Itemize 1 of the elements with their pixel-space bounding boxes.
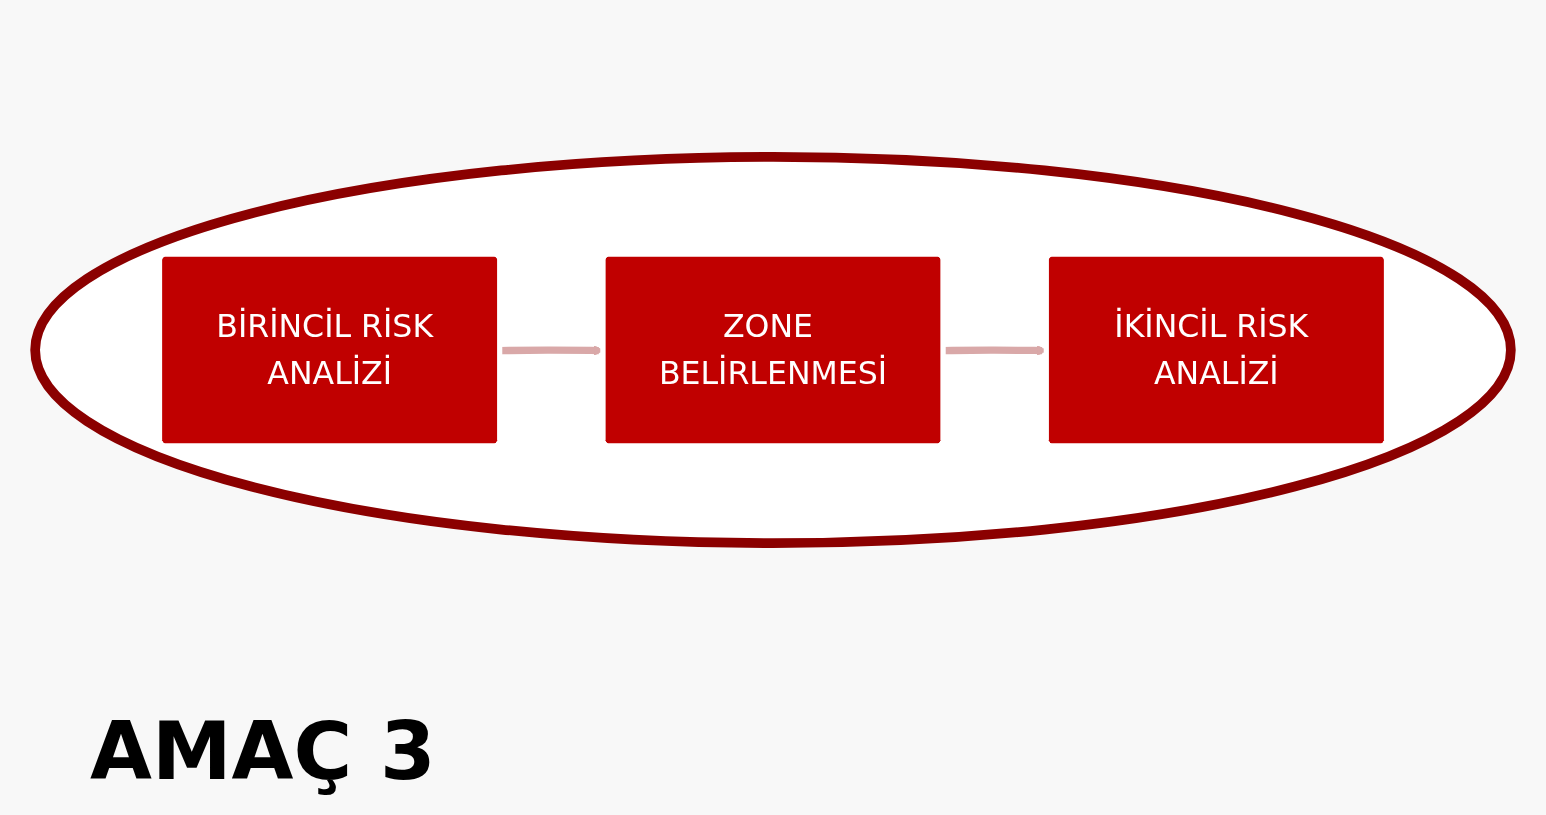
heading-text: AMAÇ 3 [90, 705, 436, 798]
